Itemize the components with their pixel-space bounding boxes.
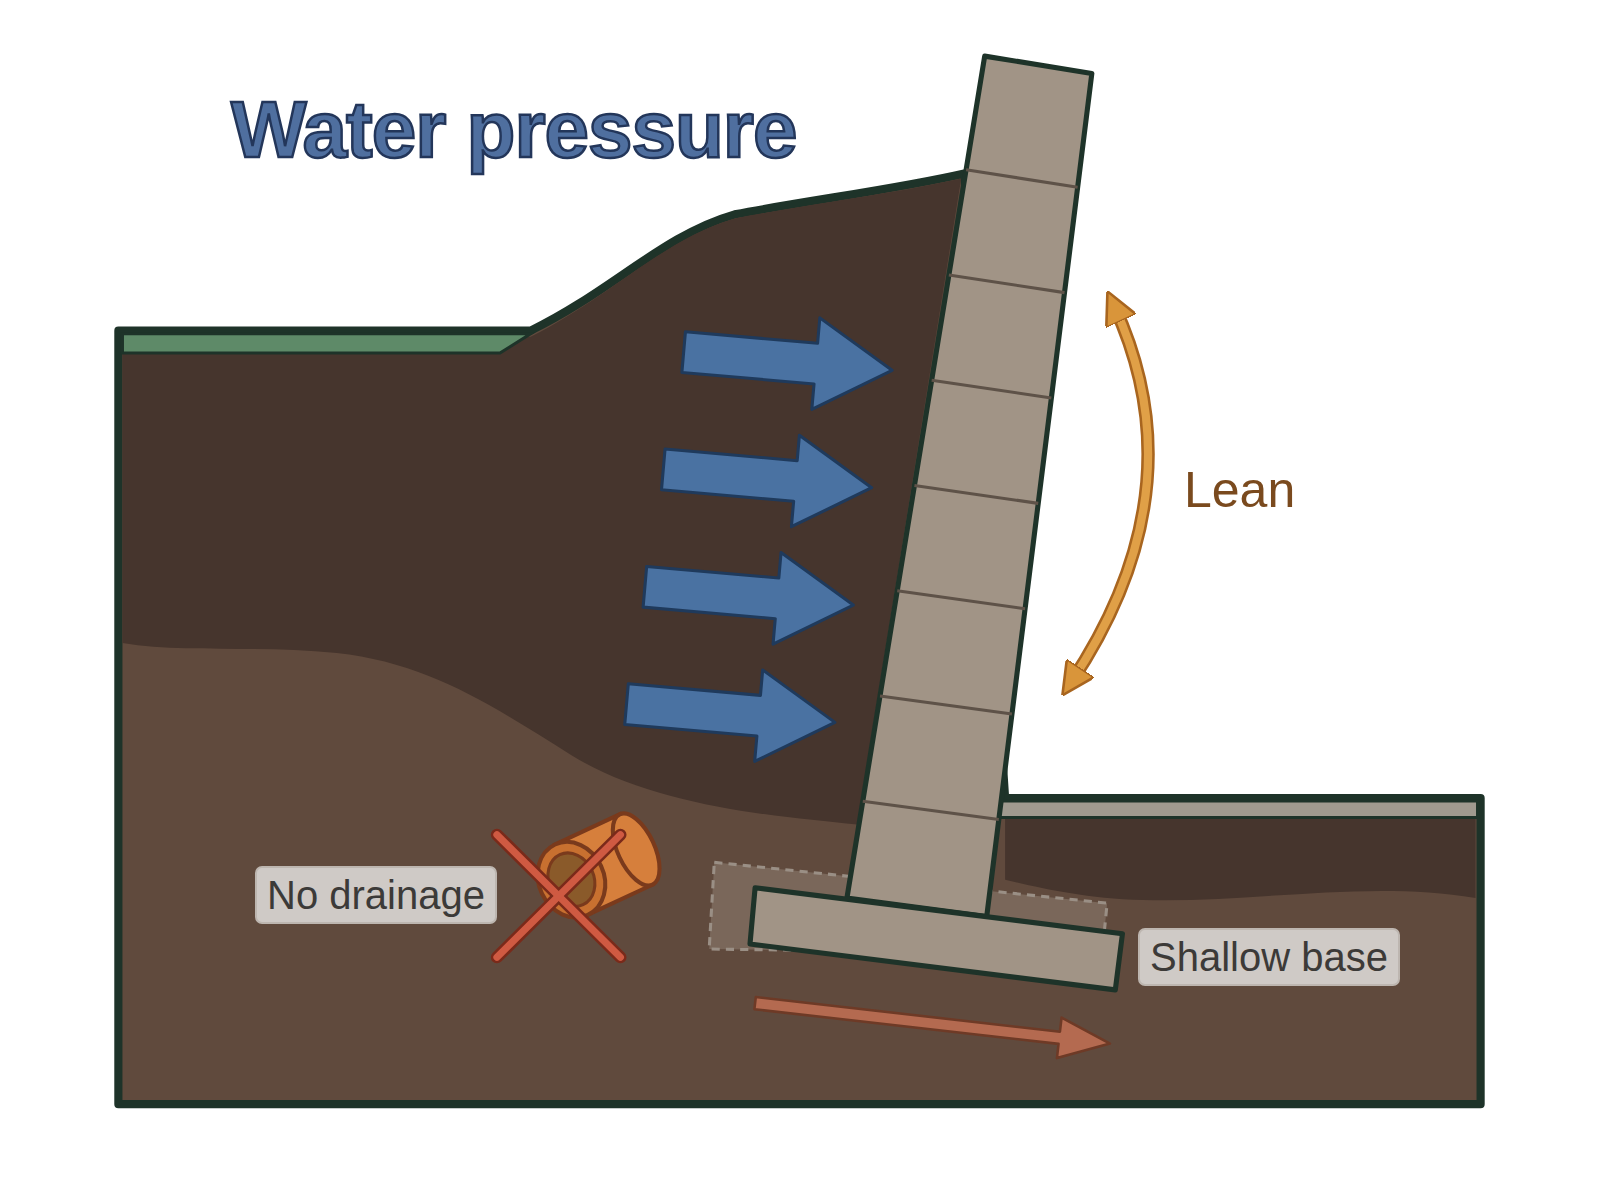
footing	[750, 888, 1122, 990]
front-soil	[1005, 816, 1475, 900]
lean-arrow	[1071, 306, 1148, 682]
no-drainage-cross	[497, 835, 620, 957]
ground	[118, 173, 1480, 1104]
no-drainage-cross-fill	[497, 835, 620, 957]
note-text: No drainage	[267, 873, 485, 917]
block-joint	[914, 486, 1038, 504]
block-joint	[863, 801, 999, 819]
block-joint	[949, 275, 1065, 293]
note-box: No drainage	[255, 866, 497, 924]
pressure-arrows	[623, 306, 897, 768]
block-joint	[880, 696, 1012, 714]
front-surface	[998, 801, 1478, 817]
lean-label: Lean	[1184, 461, 1295, 519]
note-text: Shallow base	[1150, 935, 1388, 979]
block-joint	[897, 591, 1025, 609]
block-joint	[966, 170, 1078, 187]
diagram-title: Water pressure	[231, 84, 797, 176]
block-joint	[932, 380, 1052, 398]
grass-strip	[122, 334, 530, 353]
note-box: Shallow base	[1138, 928, 1400, 986]
retained-soil	[122, 179, 961, 825]
wall-stem	[847, 56, 1092, 916]
lean-arrow-fill	[1071, 306, 1148, 682]
block-joints	[863, 170, 1078, 820]
sliding-arrow	[753, 983, 1112, 1064]
